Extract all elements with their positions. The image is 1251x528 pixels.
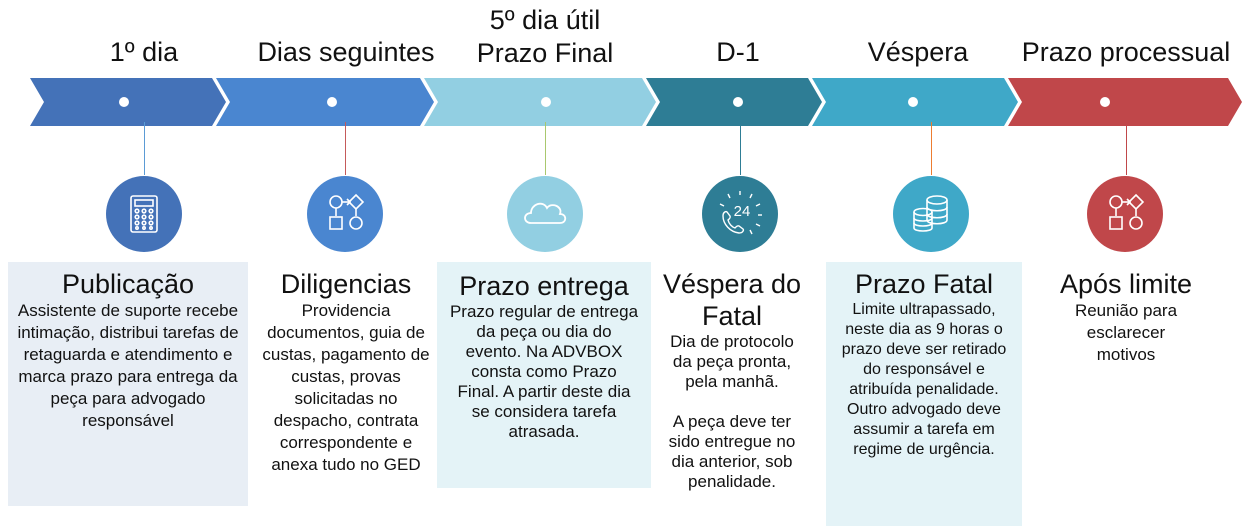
- connector-line-3: [545, 122, 546, 175]
- chevron-2: [216, 78, 434, 126]
- connector-line-5: [931, 122, 932, 175]
- step-body-4-para1: Dia de protocolo da peça pronta, pela ma…: [670, 332, 794, 391]
- step-title-4-line2: Fatal: [701, 301, 763, 331]
- phase-label-3: 5º dia útil Prazo Final: [445, 4, 645, 70]
- step-title-2: Diligencias: [280, 269, 412, 299]
- chevron-6: [1008, 78, 1242, 126]
- phase-label-3-line2: Prazo Final: [476, 38, 614, 68]
- phase-label-1: 1º dia: [109, 37, 179, 67]
- phase-label-6: Prazo processual: [1021, 37, 1231, 67]
- step-title-5: Prazo Fatal: [854, 269, 994, 299]
- phase-label-3-line1: 5º dia útil: [489, 5, 601, 35]
- connector-line-4: [740, 122, 741, 175]
- step-body-4: Dia de protocolo da peça pronta, pela ma…: [653, 332, 811, 492]
- coins-icon: [893, 176, 969, 252]
- step-box-2: Diligencias Providencia documentos, guia…: [255, 262, 437, 476]
- connector-line-6: [1126, 122, 1127, 175]
- step-body-2: Providencia documentos, guia de custas, …: [262, 301, 430, 474]
- calculator-icon: [106, 176, 182, 252]
- chevron-3: [424, 78, 656, 126]
- connector-line-1: [144, 122, 145, 175]
- workflow-icon-2: [1087, 176, 1163, 252]
- phase-label-4: D-1: [716, 37, 760, 67]
- connector-line-2: [345, 122, 346, 175]
- timeline-dot-1: [119, 97, 129, 107]
- phase-label-2: Dias seguintes: [257, 37, 435, 67]
- step-title-3: Prazo entrega: [459, 271, 629, 301]
- timeline-dot-3: [541, 97, 551, 107]
- step-box-5: Prazo Fatal Limite ultrapassado, neste d…: [826, 262, 1022, 526]
- step-title-6: Após limite: [1059, 269, 1193, 299]
- phase-label-5: Véspera: [867, 37, 969, 67]
- step-body-3: Prazo regular de entrega da peça ou dia …: [449, 302, 639, 441]
- timeline-dot-5: [908, 97, 918, 107]
- step-box-6: Após limite Reunião para esclarecer moti…: [1030, 262, 1222, 366]
- step-body-4-para2: A peça deve ter sido entregue no dia ant…: [668, 412, 796, 491]
- 24h-phone-icon: 24: [702, 176, 778, 252]
- timeline-dot-2: [327, 97, 337, 107]
- timeline-dot-4: [733, 97, 743, 107]
- step-box-1: Publicação Assistente de suporte recebe …: [8, 262, 248, 506]
- step-title-4-line1: Véspera do: [662, 269, 802, 299]
- step-body-5: Limite ultrapassado, neste dia as 9 hora…: [841, 301, 1007, 458]
- step-body-6: Reunião para esclarecer motivos: [1074, 301, 1178, 364]
- step-title-1: Publicação: [61, 269, 195, 299]
- workflow-icon: [307, 176, 383, 252]
- step-box-4: Véspera do Fatal Dia de protocolo da peç…: [653, 262, 811, 492]
- timeline-arrow: [30, 78, 1242, 126]
- timeline-dot-6: [1100, 97, 1110, 107]
- cloud-icon: [507, 176, 583, 252]
- step-title-4: Véspera do Fatal: [653, 268, 811, 332]
- step-body-1: Assistente de suporte recebe intimação, …: [17, 301, 239, 430]
- svg-text:24: 24: [734, 203, 751, 220]
- step-box-3: Prazo entrega Prazo regular de entrega d…: [437, 262, 651, 488]
